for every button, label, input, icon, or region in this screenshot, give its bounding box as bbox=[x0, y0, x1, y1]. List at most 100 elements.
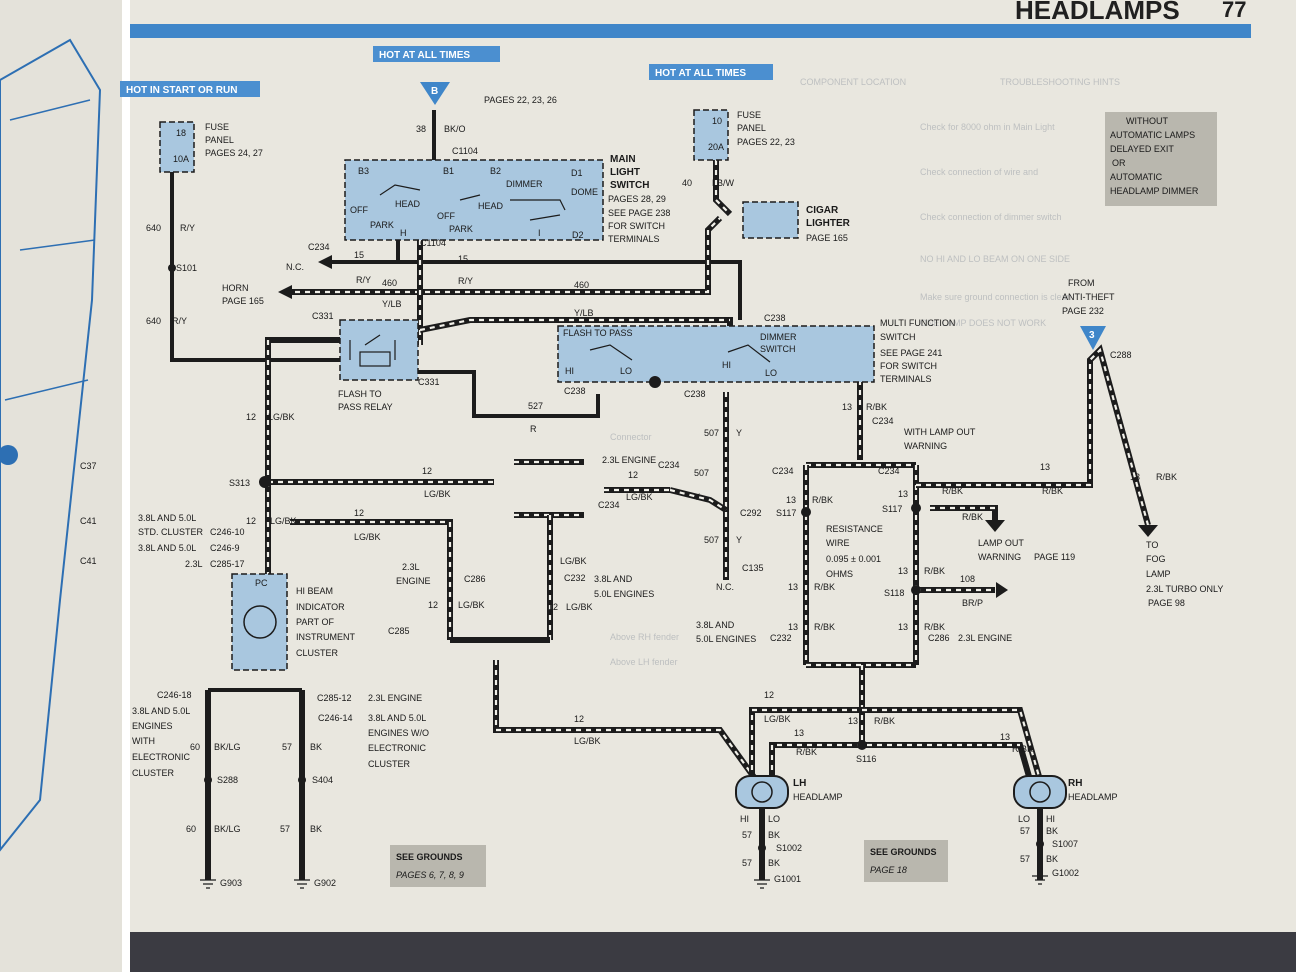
svg-text:C246-14: C246-14 bbox=[318, 713, 353, 723]
svg-text:NO HI AND LO BEAM ON ONE SIDE: NO HI AND LO BEAM ON ONE SIDE bbox=[920, 254, 1070, 264]
svg-text:R/BK: R/BK bbox=[814, 622, 835, 632]
svg-text:PAGES 6, 7, 8, 9: PAGES 6, 7, 8, 9 bbox=[396, 870, 464, 880]
svg-text:C41: C41 bbox=[80, 556, 97, 566]
svg-text:AUTOMATIC: AUTOMATIC bbox=[1110, 172, 1163, 182]
svg-text:MULTI FUNCTION: MULTI FUNCTION bbox=[880, 318, 955, 328]
svg-text:FUSE: FUSE bbox=[737, 110, 761, 120]
svg-text:BK: BK bbox=[1046, 854, 1058, 864]
svg-text:B: B bbox=[431, 86, 438, 97]
svg-text:PART OF: PART OF bbox=[296, 617, 335, 627]
svg-text:Check connection of wire and: Check connection of wire and bbox=[920, 167, 1038, 177]
horn-arrow-icon bbox=[278, 285, 292, 299]
svg-text:C135: C135 bbox=[742, 563, 764, 573]
svg-text:HEADLAMP DIMMER: HEADLAMP DIMMER bbox=[1110, 186, 1199, 196]
svg-text:LG/BK: LG/BK bbox=[268, 412, 295, 422]
svg-text:BR/P: BR/P bbox=[962, 598, 983, 608]
svg-text:DIMMER: DIMMER bbox=[506, 179, 543, 189]
svg-text:SEE GROUNDS: SEE GROUNDS bbox=[396, 852, 463, 862]
svg-text:INSTRUMENT: INSTRUMENT bbox=[296, 632, 355, 642]
svg-text:ELECTRONIC: ELECTRONIC bbox=[132, 752, 191, 762]
svg-text:13: 13 bbox=[1000, 732, 1010, 742]
svg-text:LIGHT: LIGHT bbox=[610, 167, 640, 178]
svg-text:HORN: HORN bbox=[222, 283, 249, 293]
svg-text:2.3L: 2.3L bbox=[185, 559, 203, 569]
svg-text:C234: C234 bbox=[598, 500, 620, 510]
svg-text:LG/BK: LG/BK bbox=[626, 492, 653, 502]
see-grounds-box-2: SEE GROUNDS PAGE 18 bbox=[864, 840, 948, 882]
svg-text:TERMINALS: TERMINALS bbox=[880, 374, 932, 384]
svg-text:2.3L ENGINE: 2.3L ENGINE bbox=[368, 693, 422, 703]
svg-text:57: 57 bbox=[1020, 826, 1030, 836]
svg-text:HOT AT ALL TIMES: HOT AT ALL TIMES bbox=[379, 50, 470, 61]
svg-text:60: 60 bbox=[186, 824, 196, 834]
svg-text:Y/LB: Y/LB bbox=[382, 299, 402, 309]
svg-text:LB/W: LB/W bbox=[712, 178, 735, 188]
svg-text:S1007: S1007 bbox=[1052, 839, 1078, 849]
without-note-box bbox=[1105, 112, 1217, 206]
svg-text:Y: Y bbox=[736, 428, 742, 438]
svg-text:LIGHTER: LIGHTER bbox=[806, 218, 851, 229]
svg-text:ONE LAMP DOES NOT WORK: ONE LAMP DOES NOT WORK bbox=[920, 318, 1046, 328]
svg-text:R/BK: R/BK bbox=[796, 747, 817, 757]
svg-text:C288: C288 bbox=[1110, 350, 1132, 360]
svg-text:3.8L AND: 3.8L AND bbox=[594, 574, 633, 584]
svg-text:ANTI-THEFT: ANTI-THEFT bbox=[1062, 292, 1115, 302]
svg-text:507: 507 bbox=[704, 428, 719, 438]
svg-text:G1001: G1001 bbox=[774, 874, 801, 884]
svg-text:R/BK: R/BK bbox=[874, 716, 895, 726]
svg-text:SWITCH: SWITCH bbox=[880, 332, 916, 342]
svg-text:R/BK: R/BK bbox=[1012, 744, 1033, 754]
svg-text:ENGINES: ENGINES bbox=[132, 721, 173, 731]
cigar-lighter: CIGAR LIGHTER PAGE 165 bbox=[742, 201, 851, 243]
svg-text:BK/LG: BK/LG bbox=[214, 742, 241, 752]
svg-text:C234: C234 bbox=[878, 466, 900, 476]
svg-text:PANEL: PANEL bbox=[737, 123, 766, 133]
svg-text:13: 13 bbox=[1130, 472, 1140, 482]
svg-text:D1: D1 bbox=[571, 168, 583, 178]
svg-text:12: 12 bbox=[246, 412, 256, 422]
svg-text:PAGE 98: PAGE 98 bbox=[1148, 598, 1185, 608]
svg-text:PC: PC bbox=[255, 578, 268, 588]
svg-text:3.8L AND 5.0L: 3.8L AND 5.0L bbox=[138, 543, 196, 553]
svg-text:C234: C234 bbox=[658, 460, 680, 470]
svg-text:HI BEAM: HI BEAM bbox=[296, 586, 333, 596]
svg-text:PAGE 119: PAGE 119 bbox=[1034, 552, 1075, 562]
svg-text:R/BK: R/BK bbox=[942, 486, 963, 496]
svg-text:C232: C232 bbox=[564, 573, 586, 583]
svg-text:527: 527 bbox=[528, 401, 543, 411]
svg-text:FOG: FOG bbox=[1146, 554, 1166, 564]
svg-text:2.3L: 2.3L bbox=[402, 562, 420, 572]
svg-text:C238: C238 bbox=[764, 313, 786, 323]
svg-text:LG/BK: LG/BK bbox=[270, 516, 297, 526]
svg-text:460: 460 bbox=[574, 280, 589, 290]
main-light-switch: B3 B1 B2 D1 DIMMER DOME OFF HEAD PARK OF… bbox=[344, 154, 670, 244]
svg-text:OFF: OFF bbox=[350, 205, 368, 215]
svg-text:HEAD: HEAD bbox=[478, 201, 504, 211]
svg-text:C232: C232 bbox=[770, 633, 792, 643]
svg-text:R/Y: R/Y bbox=[172, 316, 187, 326]
svg-text:HOT IN START OR RUN: HOT IN START OR RUN bbox=[126, 85, 237, 96]
svg-text:OR: OR bbox=[1112, 158, 1126, 168]
svg-text:I: I bbox=[538, 228, 541, 238]
svg-text:13: 13 bbox=[842, 402, 852, 412]
svg-text:LG/BK: LG/BK bbox=[424, 489, 451, 499]
svg-text:Y/LB: Y/LB bbox=[574, 308, 594, 318]
svg-text:ENGINES W/O: ENGINES W/O bbox=[368, 728, 429, 738]
svg-text:OHMS: OHMS bbox=[826, 569, 853, 579]
connector-labels: C1104 C1104 C234 C234 C234 C234 C234 C23… bbox=[308, 146, 1132, 643]
svg-text:BK: BK bbox=[768, 858, 780, 868]
svg-text:15: 15 bbox=[458, 254, 468, 264]
svg-text:R: R bbox=[530, 424, 537, 434]
flash-to-pass-relay: FLASH TO PASS RELAY bbox=[338, 319, 419, 412]
svg-text:WARNING: WARNING bbox=[904, 441, 947, 451]
svg-text:507: 507 bbox=[694, 468, 709, 478]
svg-text:5.0L ENGINES: 5.0L ENGINES bbox=[594, 589, 654, 599]
svg-text:LG/BK: LG/BK bbox=[764, 714, 791, 724]
svg-text:C1104: C1104 bbox=[420, 238, 446, 248]
svg-text:Make sure ground connection is: Make sure ground connection is clean bbox=[920, 292, 1072, 302]
svg-text:HI: HI bbox=[1046, 814, 1055, 824]
svg-text:WITHOUT: WITHOUT bbox=[1126, 116, 1168, 126]
svg-text:R/BK: R/BK bbox=[962, 512, 983, 522]
left-page bbox=[0, 0, 128, 972]
